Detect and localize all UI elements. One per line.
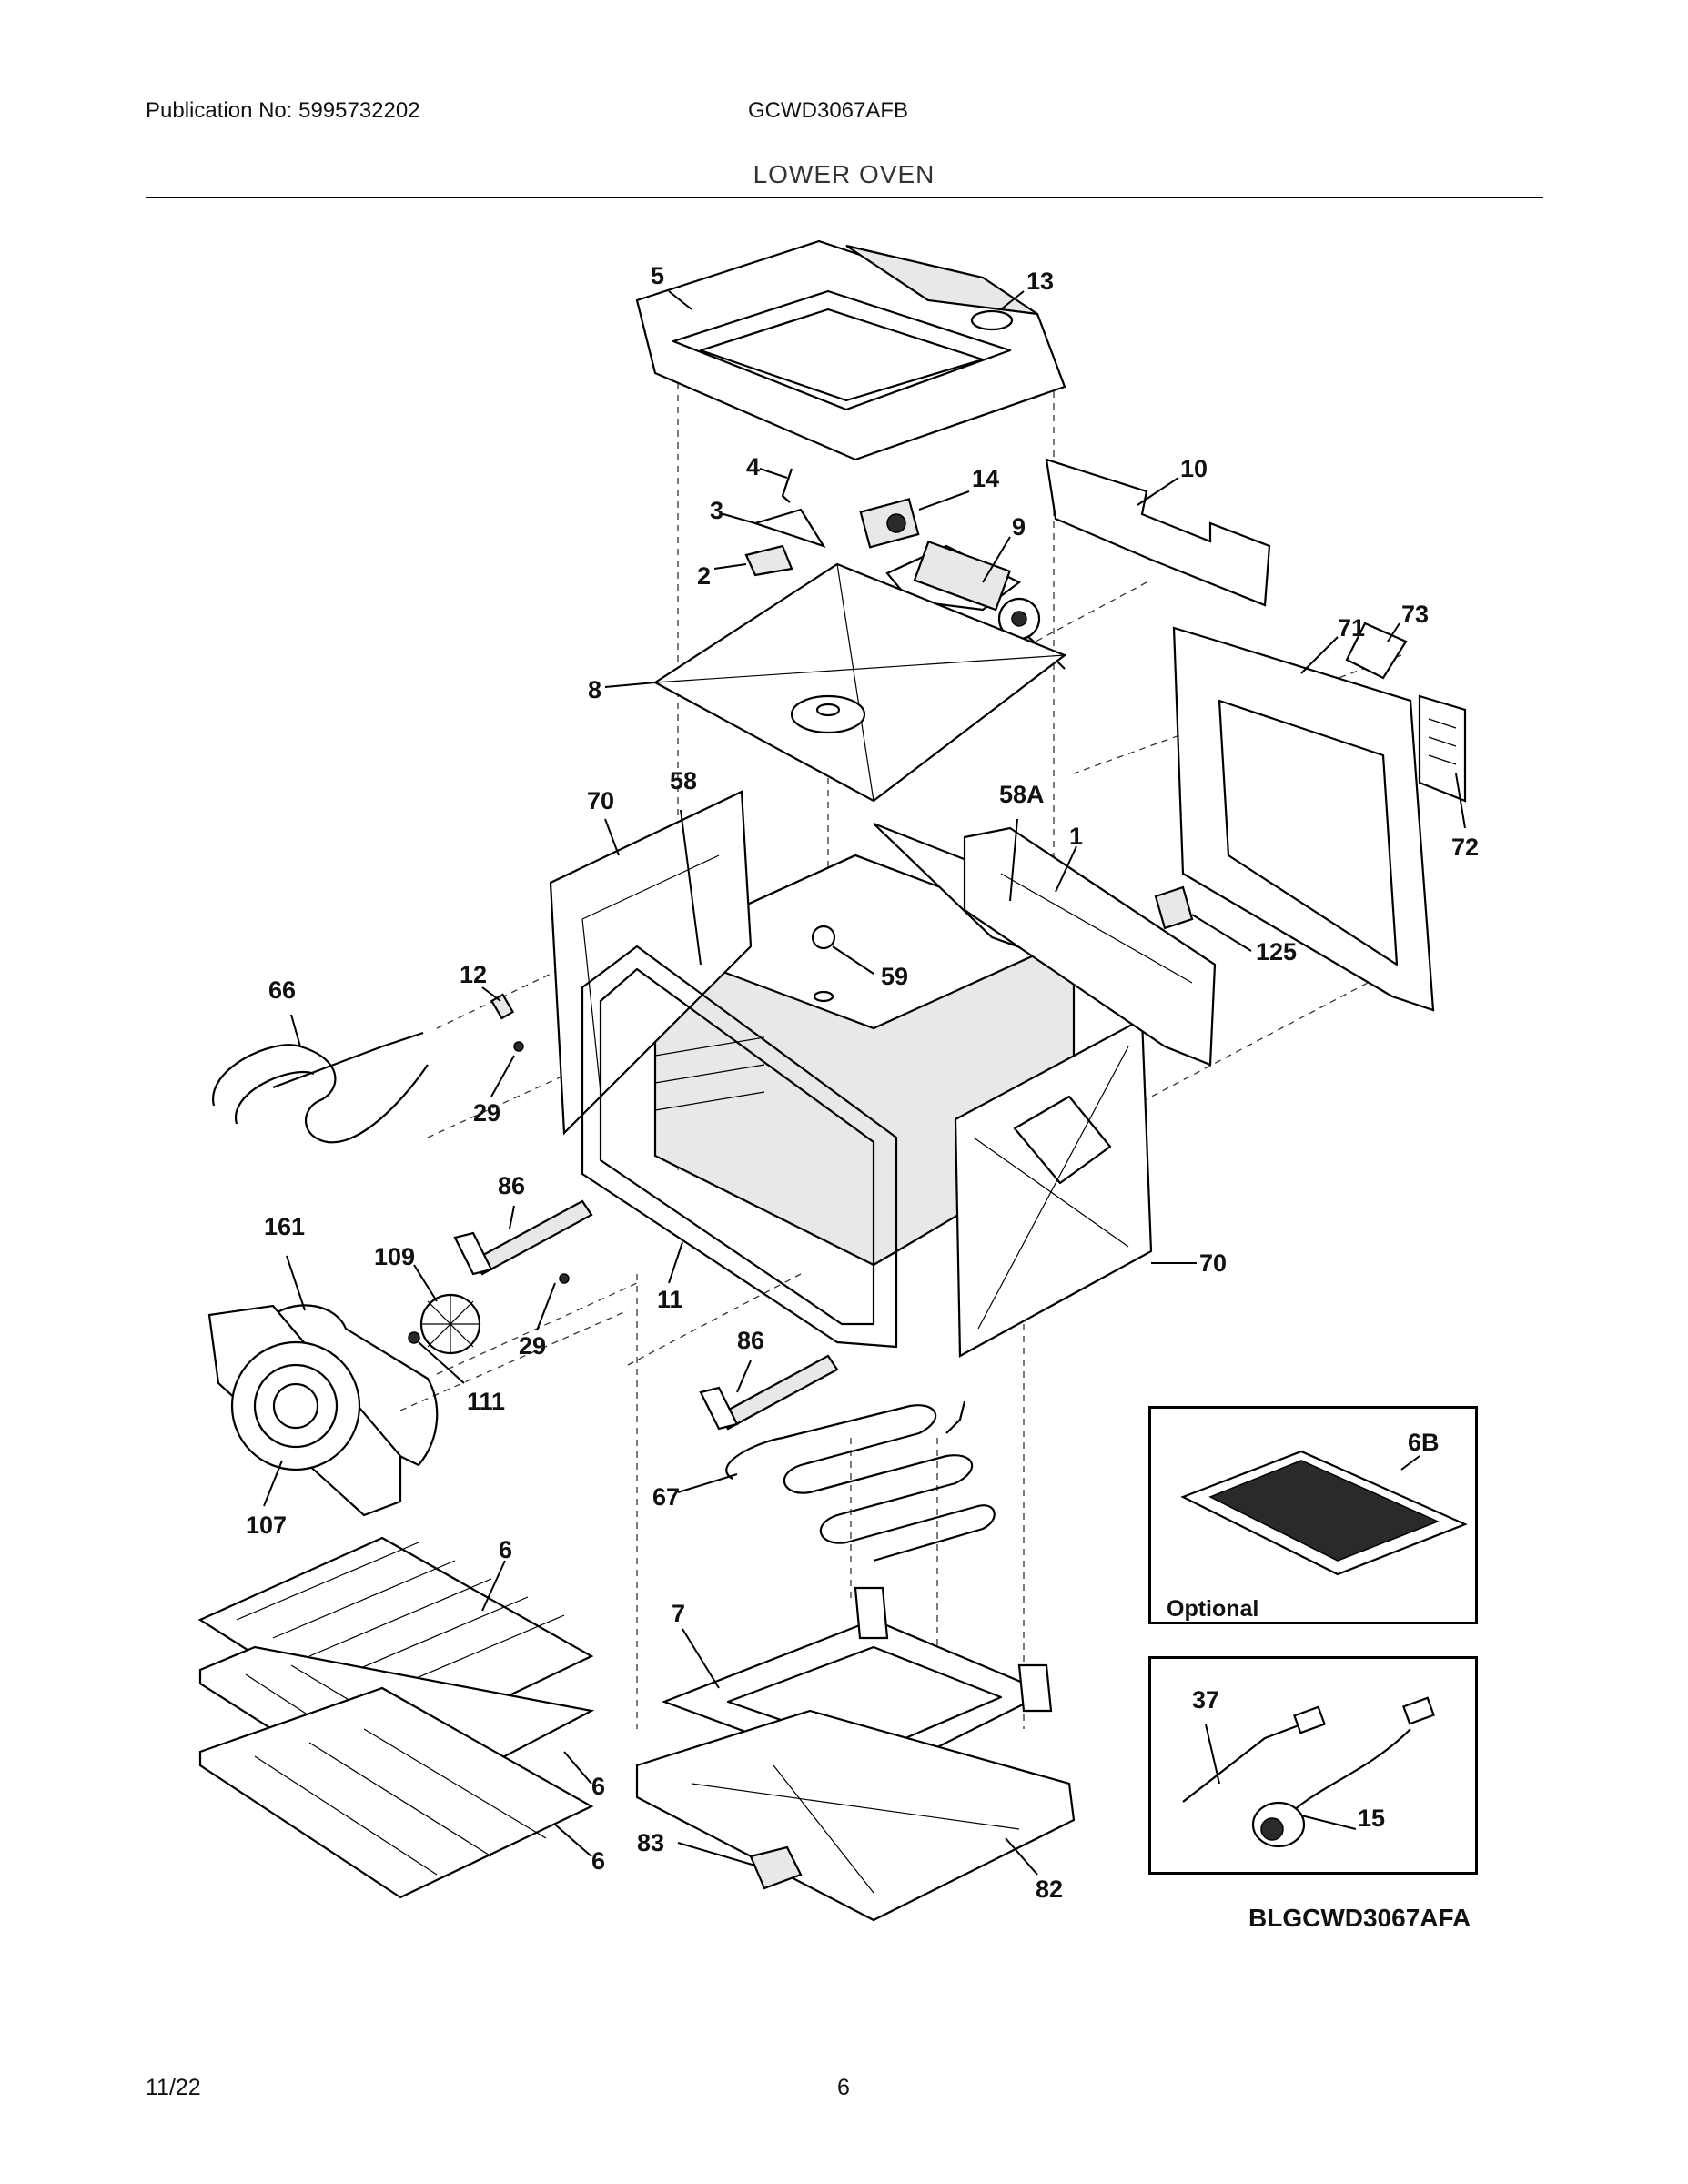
callout-3: 3 — [710, 497, 724, 524]
callout-6-upper: 6 — [499, 1536, 513, 1563]
callout-86-upper: 86 — [498, 1172, 526, 1199]
temperature-sensor-part — [1154, 885, 1194, 930]
sensor-inset-box — [1148, 1656, 1478, 1875]
callout-71: 71 — [1338, 614, 1366, 642]
callout-37: 37 — [1192, 1686, 1220, 1714]
model-number: GCWD3067AFB — [748, 98, 909, 123]
callout-7: 7 — [672, 1600, 686, 1627]
callout-58a: 58A — [999, 781, 1045, 808]
callout-4: 4 — [746, 453, 761, 480]
callout-11: 11 — [657, 1286, 683, 1313]
rear-control-strip — [963, 826, 1217, 1067]
callout-161: 161 — [264, 1213, 306, 1240]
rear-bracket-part — [1045, 458, 1271, 607]
top-frame-part — [652, 562, 1067, 803]
callout-82: 82 — [1036, 1876, 1064, 1903]
callout-72: 72 — [1451, 834, 1480, 861]
callout-6-lower: 6 — [591, 1847, 606, 1875]
bottom-frame-part — [635, 1709, 1076, 1922]
callout-1: 1 — [1069, 823, 1084, 850]
callout-15: 15 — [1358, 1805, 1386, 1832]
callout-leaders — [263, 290, 1466, 1876]
callout-125: 125 — [1256, 938, 1298, 966]
callout-70-right: 70 — [1199, 1249, 1228, 1277]
callout-29-lower: 29 — [519, 1332, 547, 1360]
fan-blade-part — [419, 1293, 481, 1355]
fasteners — [408, 993, 570, 1344]
side-panel-right — [954, 1017, 1153, 1358]
vent-grille-part — [1418, 694, 1467, 803]
rack-lower — [198, 1686, 594, 1899]
callout-9: 9 — [1012, 513, 1026, 541]
diagram-reference-code: BLGCWD3067AFA — [1248, 1904, 1471, 1932]
footer-date: 11/22 — [146, 2075, 201, 2100]
callout-12: 12 — [460, 961, 488, 988]
callout-8: 8 — [588, 676, 602, 703]
callout-5: 5 — [651, 262, 665, 289]
callout-107: 107 — [246, 1512, 288, 1539]
callout-10: 10 — [1180, 455, 1208, 482]
callout-67: 67 — [652, 1483, 681, 1511]
callout-73: 73 — [1401, 601, 1430, 628]
callout-86-lower: 86 — [737, 1327, 765, 1354]
callout-13: 13 — [1026, 268, 1055, 295]
callout-2: 2 — [697, 562, 712, 590]
broil-element-part — [212, 1031, 429, 1144]
front-frame-part — [581, 945, 898, 1349]
top-panel-part — [635, 239, 1066, 461]
callout-6-middle: 6 — [591, 1773, 606, 1800]
convection-housing-part — [207, 1304, 439, 1517]
callout-58: 58 — [670, 767, 698, 794]
callout-70-left: 70 — [587, 787, 615, 814]
probe-and-sensor-parts — [1182, 1696, 1435, 1848]
header-rule — [146, 197, 1543, 198]
bake-element-part — [725, 1400, 996, 1562]
callout-66: 66 — [268, 976, 297, 1004]
publication-number: Publication No: 5995732202 — [146, 98, 420, 123]
callout-14: 14 — [972, 465, 1000, 492]
small-top-parts — [744, 468, 920, 577]
hinge-lower — [699, 1354, 839, 1431]
callout-109: 109 — [374, 1243, 416, 1270]
callout-83: 83 — [637, 1829, 665, 1856]
optional-inset-box — [1148, 1406, 1478, 1624]
section-title: LOWER OVEN — [753, 160, 935, 188]
back-wall-part — [1172, 622, 1467, 1012]
callout-111: 111 — [467, 1388, 506, 1415]
callout-59: 59 — [881, 963, 909, 990]
callout-29-upper: 29 — [473, 1099, 501, 1127]
optional-grill-insert — [1180, 1450, 1468, 1576]
callout-6b: 6B — [1408, 1429, 1440, 1456]
lower-bracket-part — [749, 1845, 803, 1890]
hinge-upper — [453, 1199, 593, 1276]
optional-label: Optional — [1167, 1596, 1259, 1622]
footer-page-number: 6 — [837, 2075, 850, 2100]
